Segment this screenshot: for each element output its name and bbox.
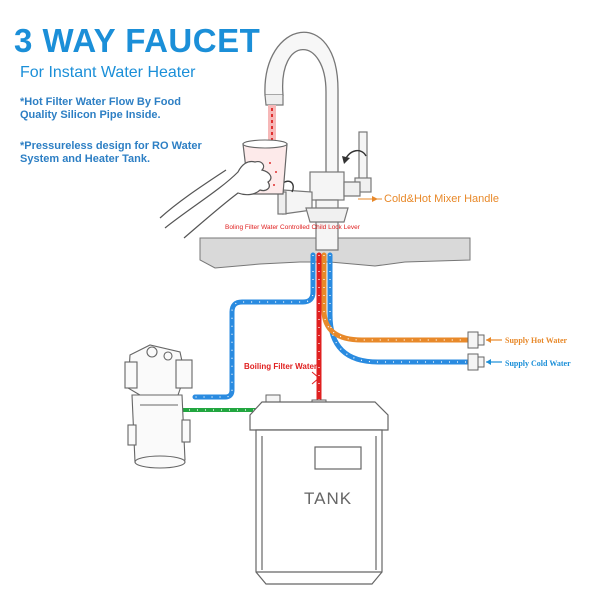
feature-note-pressureless: *Pressureless design for RO Water System… <box>20 140 202 165</box>
supply-arrows <box>486 337 502 365</box>
tank <box>249 401 389 585</box>
faucet-spout <box>264 31 339 176</box>
supply-cold-label: Supply Cold Water <box>505 359 571 368</box>
faucet-body <box>309 171 345 201</box>
cold-supply-pipe <box>192 252 316 400</box>
pump <box>124 344 193 469</box>
supply-fittings <box>467 331 485 371</box>
boiling-water-label: Boiling Filter Water <box>244 362 318 371</box>
feature-note-silicon-pipe: *Hot Filter Water Flow By Food Quality S… <box>20 96 181 121</box>
mixer-handle <box>358 131 368 183</box>
hand <box>164 160 272 239</box>
tank-label: TANK <box>304 489 353 508</box>
hot-supply-pipe <box>321 252 473 343</box>
page-subtitle: For Instant Water Heater <box>20 64 196 81</box>
mixer-handle-label: Cold&Hot Mixer Handle <box>384 193 499 205</box>
page-title: 3 WAY FAUCET <box>14 22 261 59</box>
child-lock-label: Boling Filter Water Controlled Child Loc… <box>225 224 360 231</box>
supply-hot-label: Supply Hot Water <box>505 336 568 345</box>
